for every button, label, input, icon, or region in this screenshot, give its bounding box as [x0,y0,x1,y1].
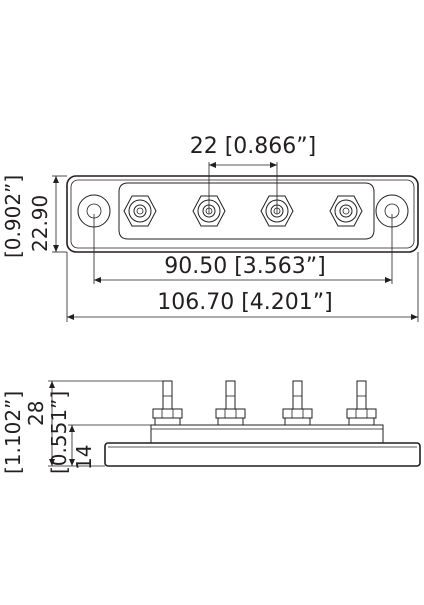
side-stud-4 [346,380,377,426]
side-stud-3 [282,380,313,426]
dimension-plate-height-inch: [0.902”] [1,175,25,258]
dimension-overall-width: 106.70 [4.201”] [66,252,419,322]
side-terminal-block [150,424,384,444]
dimension-base-height-inch: [0.551”] [47,391,71,474]
side-stud-2 [215,380,246,426]
base-plate-inner-outline [70,179,415,249]
dimension-stud-spacing-label: 22 [0.866”] [190,134,317,159]
side-stud-1 [152,380,183,426]
dimension-plate-height-mm: 22.90 [28,195,52,252]
stud-4 [329,195,363,227]
dimension-base-height: [0.551”] 14 [47,391,151,474]
top-view: 22 [0.866”] [0.902”] 22.90 90.50 [3.563”… [1,134,419,322]
side-base-plate [104,442,421,467]
dimension-total-height: [1.102”] 28 [1,380,163,474]
dimension-base-height-mm: 14 [72,445,96,470]
stud-1 [123,195,157,227]
dimension-stud-spacing: 22 [0.866”] [190,134,317,214]
terminal-platform-outline [118,182,375,240]
dimension-total-height-mm: 28 [24,401,48,426]
dimension-plate-height: [0.902”] 22.90 [1,175,67,258]
dimension-hole-span-label: 90.50 [3.563”] [164,254,326,279]
dimension-total-height-inch: [1.102”] [1,391,25,474]
side-view: [1.102”] 28 [0.551”] 14 [1,380,421,474]
dimension-hole-span: 90.50 [3.563”] [93,214,393,284]
base-plate-outline [66,175,419,253]
dimension-overall-width-label: 106.70 [4.201”] [157,290,333,315]
